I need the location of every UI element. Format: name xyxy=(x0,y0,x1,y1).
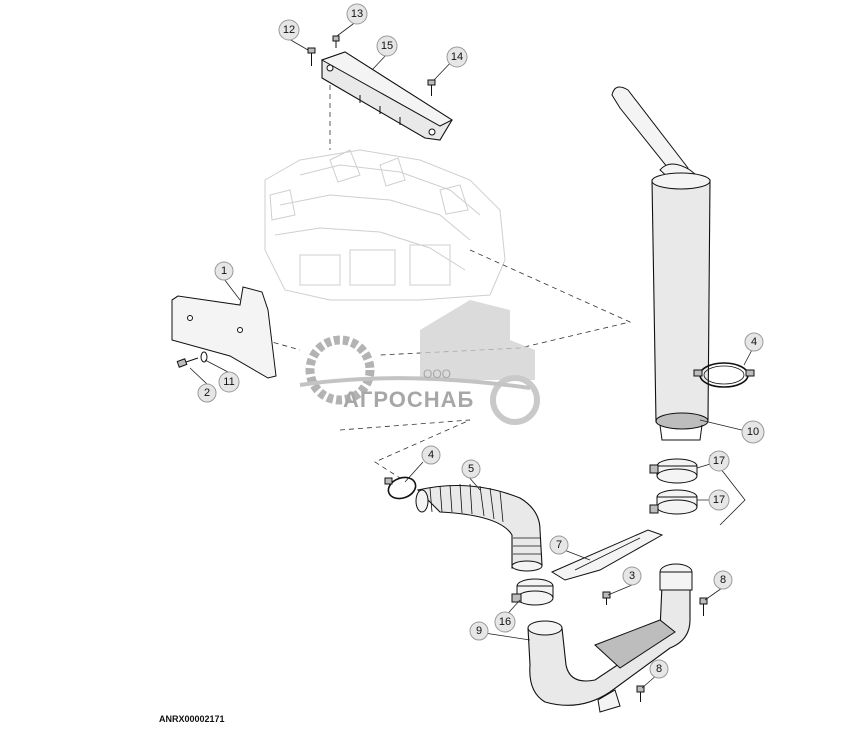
callout-label: 1 xyxy=(221,265,227,277)
part-9-exhaust-pipe xyxy=(527,563,693,713)
callout-15: 15 xyxy=(376,35,398,57)
assembly-lines xyxy=(264,85,632,479)
callout-8-upper: 8 xyxy=(713,570,733,590)
callout-11: 11 xyxy=(218,371,240,393)
callout-4-upper: 4 xyxy=(744,332,764,352)
callout-label: 4 xyxy=(751,336,757,348)
callout-label: 15 xyxy=(381,40,393,52)
callout-label: 5 xyxy=(468,463,474,475)
watermark-prefix: ООО xyxy=(423,367,451,381)
callout-label: 17 xyxy=(713,494,725,506)
callout-label: 10 xyxy=(747,426,759,438)
bolt-8-upper xyxy=(699,597,708,616)
bolt-8-lower xyxy=(636,685,645,702)
part-7-bracket xyxy=(550,529,664,581)
part-5-flex-hose xyxy=(415,483,543,572)
clamp-4-upper xyxy=(693,362,755,388)
watermark-name: АГРОСНАБ xyxy=(343,387,474,412)
callout-17-upper: 17 xyxy=(708,450,730,472)
bolt-12 xyxy=(307,47,316,66)
callout-label: 8 xyxy=(656,663,662,675)
callout-12: 12 xyxy=(278,19,300,41)
callout-label: 17 xyxy=(713,455,725,467)
callout-3: 3 xyxy=(622,566,642,586)
callout-8-lower: 8 xyxy=(649,659,669,679)
callout-label: 2 xyxy=(204,387,210,399)
callout-14: 14 xyxy=(446,46,468,68)
engine-outline xyxy=(264,149,506,301)
callout-4-lower: 4 xyxy=(421,445,441,465)
clamp-17-lower xyxy=(649,489,698,515)
callout-16: 16 xyxy=(494,611,516,633)
callout-7: 7 xyxy=(549,535,569,555)
watermark: ООО АГРОСНАБ xyxy=(299,300,540,425)
callout-label: 16 xyxy=(499,616,511,628)
callout-label: 13 xyxy=(351,8,363,20)
callout-2: 2 xyxy=(197,383,217,403)
part-1-heat-shield xyxy=(171,286,277,379)
callout-label: 12 xyxy=(283,24,295,36)
part-15-bracket xyxy=(320,51,454,141)
reference-code: ANRX00002171 xyxy=(159,714,225,724)
callout-9: 9 xyxy=(469,621,489,641)
callout-13: 13 xyxy=(346,3,368,25)
washer-11 xyxy=(200,351,208,363)
callout-5: 5 xyxy=(461,459,481,479)
bolt-3 xyxy=(602,591,611,605)
callout-label: 4 xyxy=(428,449,434,461)
bolt-14 xyxy=(427,79,436,96)
callout-label: 11 xyxy=(223,376,234,388)
callout-17-lower: 17 xyxy=(708,489,730,511)
callout-label: 3 xyxy=(629,570,635,582)
bolt-2 xyxy=(176,357,199,368)
clamp-16 xyxy=(511,578,554,606)
callout-label: 9 xyxy=(476,625,482,637)
callout-label: 14 xyxy=(451,51,463,63)
bolt-13 xyxy=(332,35,340,48)
clamp-4-lower xyxy=(384,476,417,500)
part-10-muffler xyxy=(611,86,711,441)
callout-1: 1 xyxy=(214,261,234,281)
callout-10: 10 xyxy=(741,420,765,444)
callout-label: 8 xyxy=(720,574,726,586)
callout-label: 7 xyxy=(556,539,562,551)
clamp-17-upper xyxy=(649,458,698,484)
callouts: 1 2 3 4 4 5 7 8 8 9 10 11 12 13 14 15 16… xyxy=(197,3,765,679)
